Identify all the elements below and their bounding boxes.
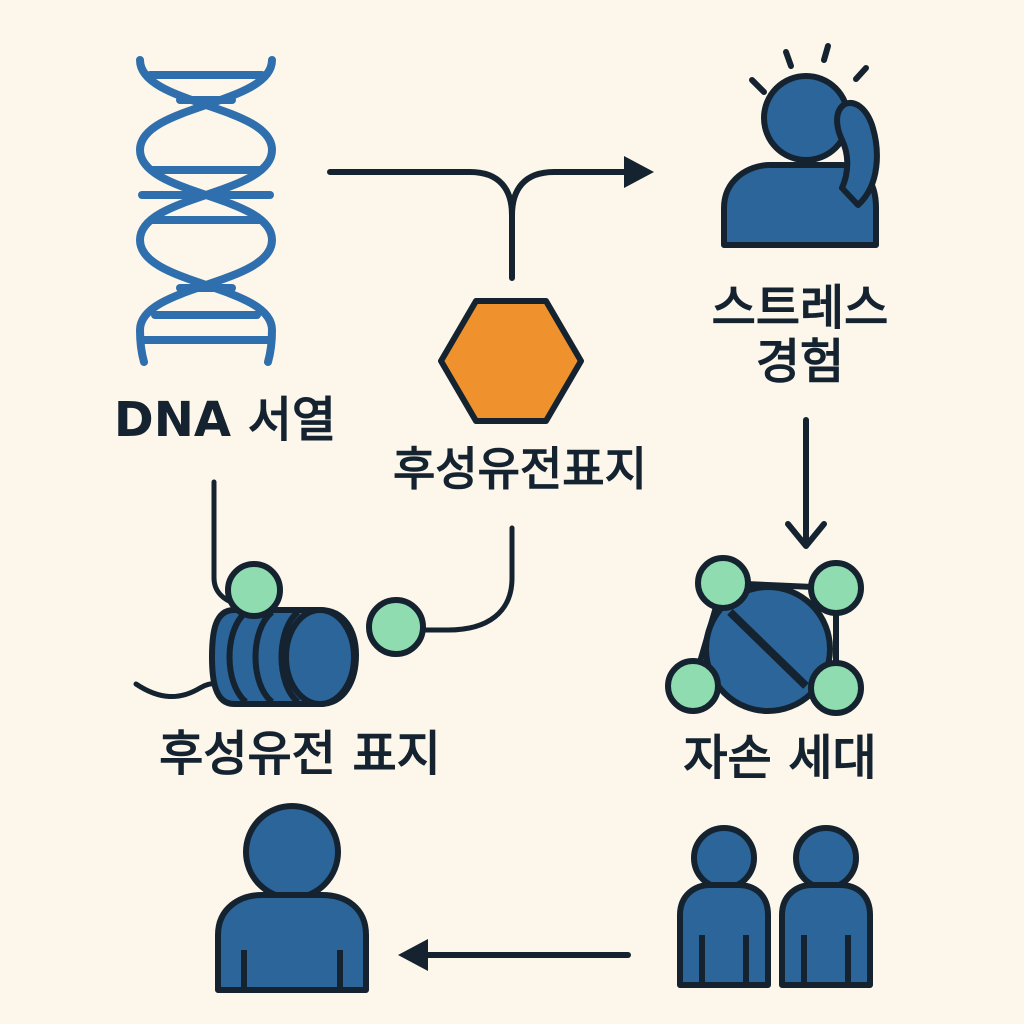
connector-marker-to-chromatin [419,525,515,633]
cell-icon [665,555,864,716]
epigenetic-mark-label: 후성유전 표지 [159,726,441,782]
dna-sequence-label: DNA 서열 [113,392,337,448]
arrow-stress-to-cell [785,417,827,549]
arrow-dna-to-stress [327,169,633,281]
dna-double-helix-icon [135,56,277,366]
stress-experience-label: 스트레스 경험 [711,280,889,390]
arrowhead-right-icon [624,156,654,188]
epigenetic-marker-label: 후성유전표지 [393,442,647,496]
stressed-person-icon [721,43,880,248]
person-icon [215,803,369,993]
nucleosome-icon [133,561,426,707]
offspring-generation-label: 자손 세대 [683,730,877,786]
two-children-icon [677,825,873,988]
hexagon-icon [438,298,584,424]
arrowhead-left-icon [398,939,428,971]
